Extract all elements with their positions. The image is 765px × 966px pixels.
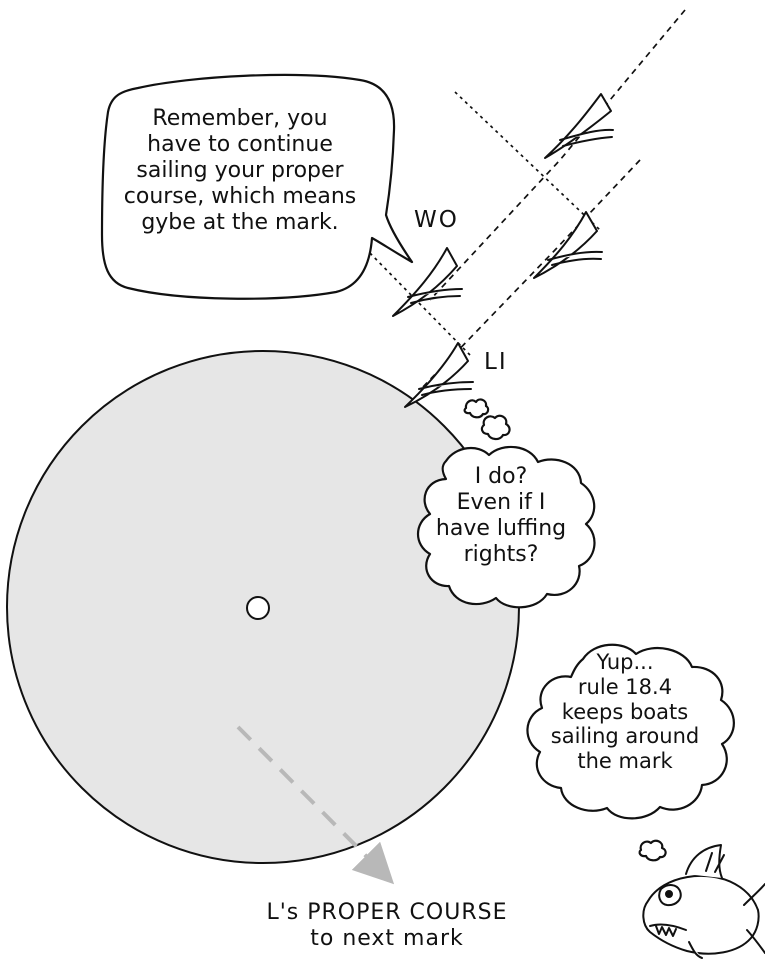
mark-zone <box>7 351 519 863</box>
l-bubble-text: I do? Even if I have luffing rights? <box>412 464 590 568</box>
mark-buoy-icon <box>247 597 269 619</box>
fish-line-5: the mark <box>530 749 720 774</box>
fish-line-4: sailing around <box>530 724 720 749</box>
coach-bubble-text: Remember, you have to continue sailing y… <box>108 106 372 236</box>
coach-line-2: have to continue <box>108 132 372 158</box>
coach-line-4: course, which means <box>108 184 372 210</box>
windward-boat-middle-icon <box>534 212 602 278</box>
windward-boat-upper-icon <box>545 94 613 158</box>
fish-bubble-text: Yup... rule 18.4 keeps boats sailing aro… <box>530 650 720 774</box>
l-line-2: Even if I <box>412 490 590 516</box>
l-line-4: rights? <box>412 542 590 568</box>
l-line-3: have luffing <box>412 516 590 542</box>
caption-line-1: L's PROPER COURSE <box>228 900 546 926</box>
proper-course-caption: L's PROPER COURSE to next mark <box>228 900 546 953</box>
l-line-1: I do? <box>412 464 590 490</box>
coach-line-5: gybe at the mark. <box>108 210 372 236</box>
wo-boat-icon <box>393 248 462 316</box>
course-lines <box>365 10 685 390</box>
fish-icon <box>643 845 765 958</box>
caption-line-2: to next mark <box>228 926 546 952</box>
coach-line-1: Remember, you <box>108 106 372 132</box>
boat-label-wo: WO <box>414 207 459 234</box>
li-boat-icon <box>405 343 473 407</box>
fish-line-2: rule 18.4 <box>530 675 720 700</box>
coach-line-3: sailing your proper <box>108 158 372 184</box>
fish-line-3: keeps boats <box>530 700 720 725</box>
fish-line-1: Yup... <box>530 650 720 675</box>
boat-label-li: LI <box>484 349 508 376</box>
